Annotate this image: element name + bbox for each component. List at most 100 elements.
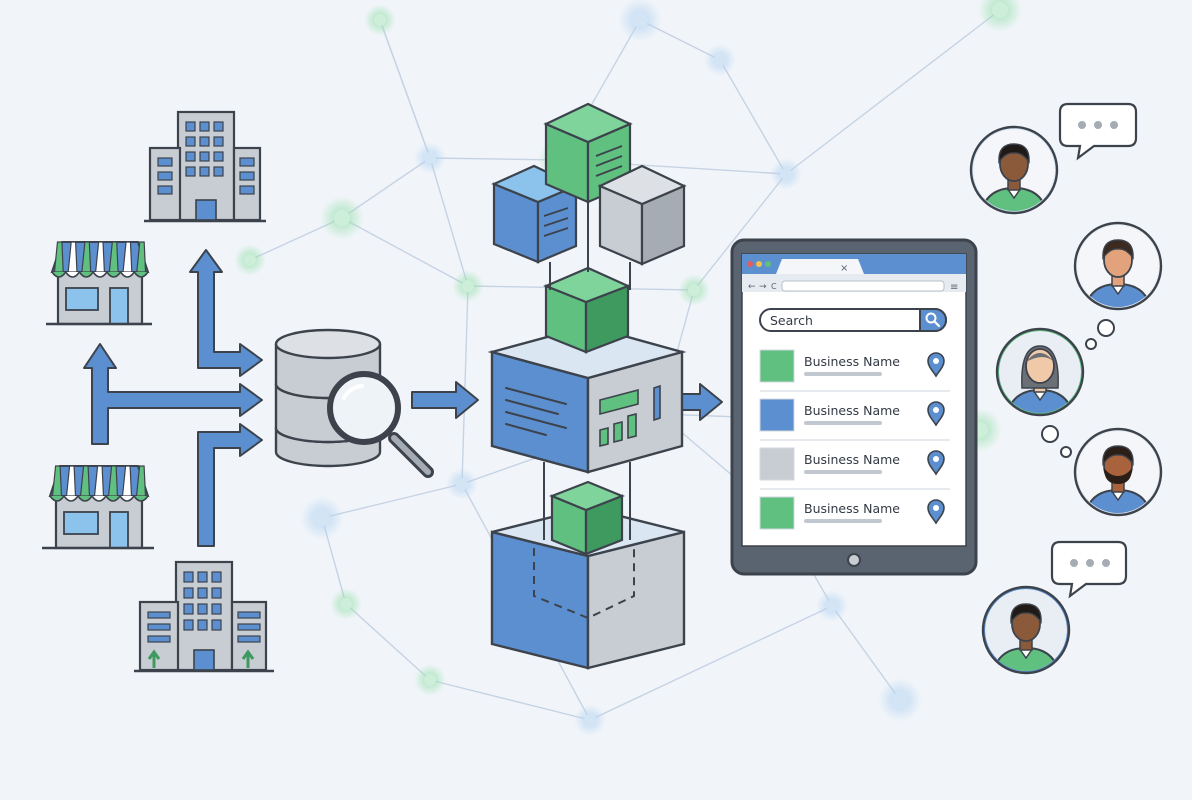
network-link bbox=[345, 603, 431, 681]
window bbox=[199, 166, 210, 177]
user-avatar-icon bbox=[969, 125, 1059, 215]
search-button[interactable] bbox=[919, 308, 947, 332]
window bbox=[185, 166, 196, 177]
location-pin-icon[interactable] bbox=[927, 352, 945, 378]
window bbox=[147, 635, 171, 643]
business-name[interactable]: Business Name bbox=[804, 354, 900, 369]
network-link bbox=[589, 605, 833, 721]
list-item[interactable]: Business Name bbox=[759, 349, 945, 383]
awning-scallop bbox=[133, 495, 149, 502]
window bbox=[239, 171, 255, 181]
window bbox=[237, 623, 261, 631]
window bbox=[211, 587, 222, 599]
window bbox=[185, 151, 196, 162]
network-node bbox=[462, 280, 474, 292]
network-node bbox=[340, 598, 352, 610]
back-icon[interactable]: ← bbox=[748, 282, 756, 292]
window bbox=[199, 121, 210, 132]
list-item[interactable]: Business Name bbox=[759, 398, 945, 432]
menu-icon[interactable]: ≡ bbox=[950, 282, 958, 293]
tab-close-icon[interactable]: × bbox=[840, 263, 848, 274]
awning-stripe bbox=[51, 465, 63, 497]
network-node bbox=[780, 168, 792, 180]
network-node bbox=[244, 254, 256, 266]
network-link bbox=[321, 483, 463, 519]
window bbox=[213, 136, 224, 147]
window bbox=[199, 136, 210, 147]
network-node bbox=[374, 14, 386, 26]
location-pin-icon[interactable] bbox=[927, 401, 945, 427]
window bbox=[211, 603, 222, 615]
business-thumbnail bbox=[759, 398, 795, 432]
window bbox=[183, 603, 194, 615]
chat-bubble-icon bbox=[1058, 102, 1138, 161]
window bbox=[213, 166, 224, 177]
business-thumbnail bbox=[759, 447, 795, 481]
network-node bbox=[334, 210, 350, 226]
awning-stripe bbox=[53, 241, 64, 273]
reload-icon[interactable]: C bbox=[771, 282, 777, 291]
cube-icon bbox=[543, 266, 631, 354]
arrow-from-lower-sources bbox=[197, 423, 263, 547]
awning-scallop bbox=[91, 495, 107, 502]
storefront-icon bbox=[46, 241, 152, 326]
business-subtitle-placeholder bbox=[804, 470, 882, 474]
network-node bbox=[632, 12, 648, 28]
cube-icon bbox=[543, 102, 633, 204]
awning-scallop bbox=[105, 495, 121, 502]
awning-scallop bbox=[65, 271, 81, 278]
magnifying-glass-icon bbox=[327, 371, 434, 478]
window bbox=[147, 623, 171, 631]
list-item[interactable]: Business Name bbox=[759, 447, 945, 481]
cube-icon bbox=[491, 164, 579, 264]
location-pin-icon[interactable] bbox=[927, 450, 945, 476]
network-link bbox=[429, 157, 469, 287]
awning-scallop bbox=[119, 495, 135, 502]
awning-scallop bbox=[119, 271, 135, 278]
network-node bbox=[314, 510, 330, 526]
network-node bbox=[456, 478, 468, 490]
window bbox=[157, 185, 173, 195]
network-link bbox=[719, 59, 787, 175]
arrow-up-to-store bbox=[83, 343, 263, 445]
awning-scallop bbox=[77, 495, 93, 502]
search-placeholder: Search bbox=[770, 313, 813, 328]
search-icon bbox=[925, 312, 937, 324]
business-name[interactable]: Business Name bbox=[804, 501, 900, 516]
user-avatar-icon bbox=[1073, 221, 1163, 311]
window bbox=[213, 151, 224, 162]
list-item[interactable]: Business Name bbox=[759, 496, 945, 530]
business-name[interactable]: Business Name bbox=[804, 452, 900, 467]
office-building-icon bbox=[144, 110, 266, 223]
business-name[interactable]: Business Name bbox=[804, 403, 900, 418]
window bbox=[185, 136, 196, 147]
network-node bbox=[584, 714, 596, 726]
window bbox=[183, 587, 194, 599]
awning-scallop bbox=[106, 271, 122, 278]
network-link bbox=[785, 9, 1001, 175]
user-avatar-icon bbox=[1073, 427, 1163, 517]
network-node bbox=[992, 2, 1008, 18]
window bbox=[197, 571, 208, 583]
forward-icon[interactable]: → bbox=[759, 282, 767, 292]
storefront-icon bbox=[42, 465, 154, 550]
cube-icon bbox=[549, 480, 625, 556]
window bbox=[237, 635, 261, 643]
network-link bbox=[461, 285, 469, 485]
window bbox=[183, 619, 194, 631]
location-pin-icon[interactable] bbox=[927, 499, 945, 525]
user-avatar-icon bbox=[981, 585, 1071, 675]
browser-chrome: × ← → C ≡ bbox=[742, 254, 966, 293]
network-node bbox=[892, 692, 908, 708]
pin-dot bbox=[933, 456, 939, 462]
awning-scallop bbox=[133, 271, 149, 278]
business-thumbnail bbox=[759, 349, 795, 383]
search-box[interactable]: Search bbox=[759, 308, 947, 332]
address-bar[interactable] bbox=[781, 280, 945, 292]
people-group bbox=[969, 125, 1163, 675]
window bbox=[197, 619, 208, 631]
pin-dot bbox=[933, 505, 939, 511]
awning-scallop bbox=[78, 271, 94, 278]
